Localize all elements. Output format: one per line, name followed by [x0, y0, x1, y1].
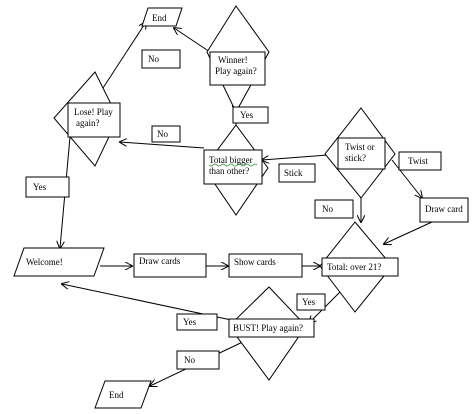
edge-label-box-yes-bust [176, 313, 218, 331]
edge-label-no-bust: No [184, 355, 195, 365]
twist-or-stick-label-line1: Twist or [345, 142, 375, 152]
total-bigger-label-line1: Total bigger [209, 155, 253, 165]
edge-label-yes-bust: Yes [183, 317, 197, 327]
edge-label-stick: Stick [284, 168, 303, 178]
draw-card-shape [419, 197, 469, 223]
end-bottom-shape [94, 380, 152, 409]
edge-drawcard-total21 [384, 221, 433, 244]
twist-or-stick-label-line2: stick? [345, 153, 366, 163]
edge-label-no-over21: No [322, 204, 333, 214]
node-box-lose [67, 102, 121, 138]
end-top-label: End [152, 13, 167, 23]
end-bottom-label: End [109, 390, 124, 400]
edge-label-box-yes-winner [232, 106, 269, 124]
edge-label-twist: Twist [408, 156, 428, 166]
draw-cards-label: Draw cards [139, 256, 181, 266]
draw-cards-shape [133, 253, 207, 278]
spellcheck-underline [208, 163, 258, 167]
winner-label-line2: Play again? [215, 66, 257, 76]
lose-label-line1: Lose! Play [74, 107, 113, 117]
edge-label-box-no-bust [176, 350, 220, 370]
edge-twist-totalbigger-stick [262, 154, 329, 160]
edge-label-yes-over21: Yes [302, 297, 316, 307]
node-shapes [13, 5, 469, 409]
edge-label-box-no-total [151, 125, 181, 143]
welcome-shape [13, 247, 105, 277]
total-bigger-label-line2: than other? [209, 166, 249, 176]
end-top-shape [141, 7, 183, 27]
edge-label-box-twist [398, 151, 442, 171]
node-box-total-over-21 [321, 257, 399, 277]
edge-lose-end-no [102, 22, 146, 89]
total-over-21-label: Total: over 21? [327, 262, 381, 272]
lose-label-line2: again? [76, 118, 99, 128]
node-box-total-bigger [203, 149, 263, 185]
show-cards-shape [228, 253, 303, 278]
edge-label-box-no-over21 [314, 199, 354, 219]
node-box-bust [228, 318, 315, 338]
edge-winner-end-no [174, 28, 211, 53]
winner-label-line1: Winner! [218, 55, 248, 65]
edge-labels: No Yes No Yes Stick Twist No Yes Yes No [33, 54, 428, 365]
edge-label-box-yes-over21 [296, 293, 326, 311]
draw-card-label: Draw card [425, 204, 463, 214]
edge-label-box-yes-lose [25, 176, 70, 198]
node-box-twist [337, 137, 386, 170]
edge-twist-drawcard [391, 159, 422, 198]
edge-label-yes-winner: Yes [240, 110, 254, 120]
edge-label-no-total: No [157, 129, 168, 139]
node-labels: End End Welcome! Draw cards Show cards D… [26, 13, 463, 400]
edge-totalbigger-lose-no [120, 142, 205, 149]
edge-label-yes-lose: Yes [33, 182, 47, 192]
edge-label-box-stick [278, 163, 316, 183]
welcome-label: Welcome! [26, 257, 63, 267]
edge-label-box-no-winner [141, 49, 181, 69]
node-box-winner [209, 51, 266, 86]
bust-label: BUST! Play again? [233, 323, 303, 333]
show-cards-label: Show cards [234, 257, 276, 267]
edge-label-no-winner: No [148, 54, 159, 64]
